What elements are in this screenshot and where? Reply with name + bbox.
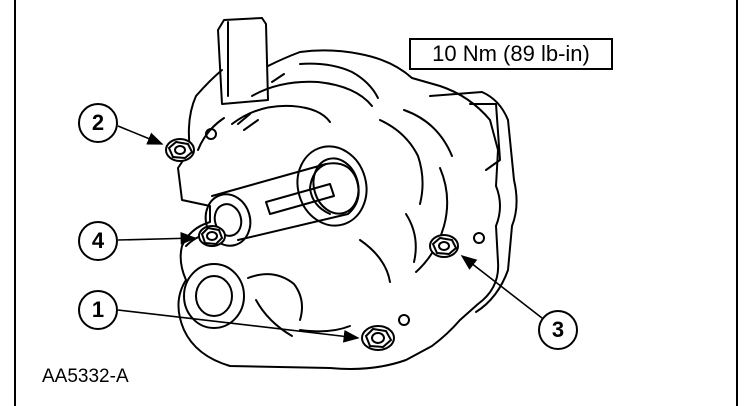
figure-id-label: AA5332-A (42, 366, 129, 387)
leader-line-1 (117, 309, 360, 343)
callout-3: 3 (538, 310, 578, 350)
bolt-3 (429, 234, 459, 258)
leader-line-3 (460, 255, 543, 319)
callout-2: 2 (78, 103, 118, 143)
bolt-1 (361, 325, 395, 351)
bolt-4 (198, 225, 226, 247)
upper-tube (217, 17, 269, 105)
pump-housing (177, 49, 501, 370)
leader-line-2 (117, 125, 164, 145)
right-flange (429, 91, 518, 313)
right-border-line (736, 0, 738, 406)
torque-spec-label: 10 Nm (89 lb-in) (409, 38, 613, 70)
lower-rotor (183, 263, 245, 329)
callout-4: 4 (78, 221, 118, 261)
drive-shaft (211, 162, 360, 241)
leader-line-4 (117, 231, 197, 245)
bolt-2 (165, 138, 195, 162)
callout-1: 1 (78, 290, 118, 330)
left-border-line (14, 0, 16, 406)
